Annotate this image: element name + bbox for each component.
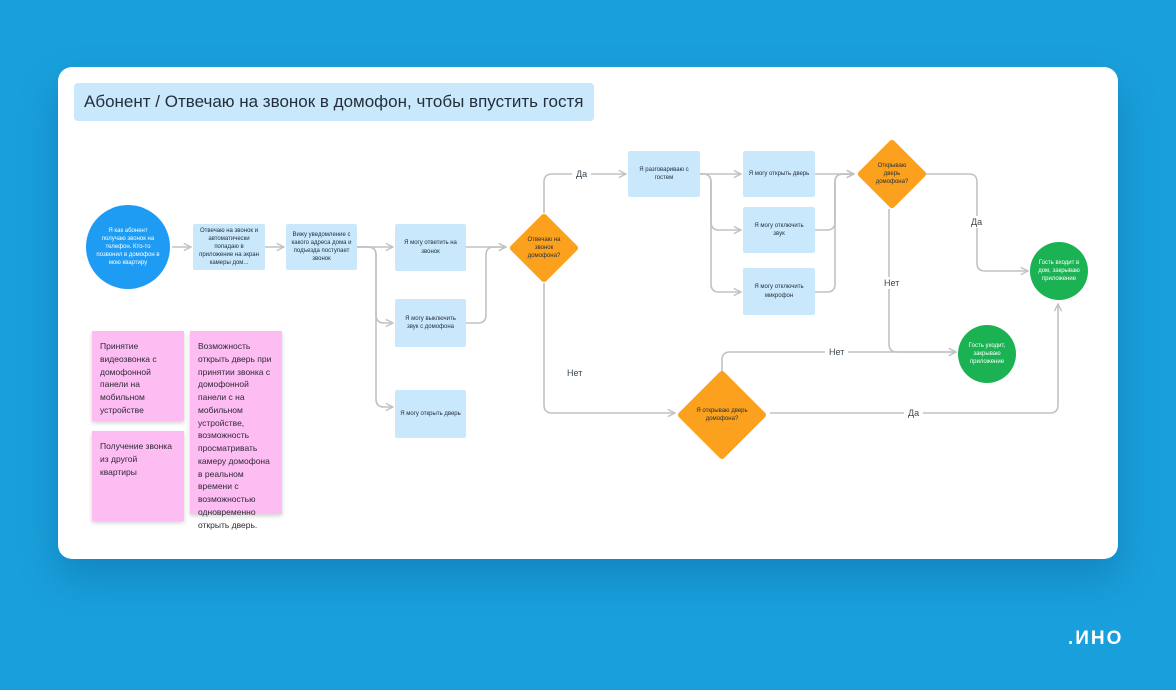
edge-label-yes: Да (904, 407, 924, 419)
edge-label-no: Нет (880, 277, 904, 289)
edge-label-yes: Да (967, 216, 987, 228)
decision-answered: Отвечаю на звонок домофона? (508, 212, 580, 284)
start-node: Я как абонент получаю звонок на телефон.… (86, 205, 170, 289)
edge-opened-yes-enter (770, 304, 1058, 414)
edge-label-no: Нет (825, 346, 849, 358)
step-talking: Я разговариваю с гостем (628, 151, 700, 197)
page-title: Абонент / Отвечаю на звонок в домофон, ч… (74, 83, 594, 121)
edge-label-yes: Да (572, 168, 592, 180)
end-guest-leaves: Гость уходит, закрываю приложение (958, 325, 1016, 383)
decision-opening: Открываю дверь домофона? (856, 138, 928, 210)
edge-mutemic-opening (815, 174, 854, 293)
edge-talk-mutesound (700, 173, 741, 230)
sticky-note: Получение звонка из другой квартиры (92, 431, 184, 521)
brand-logo: .ИНО (1068, 628, 1124, 649)
edge-notify-open (357, 246, 393, 407)
step-can-mute-sound: Я могу отключить звук (743, 207, 815, 253)
step-see-notification: Вижу уведомление с какого адреса дома и … (286, 224, 357, 270)
decision-opened: Я открываю дверь домофона? (675, 368, 769, 462)
edge-q-no-opened (543, 283, 675, 413)
edge-notify-mute (357, 246, 393, 323)
step-can-mute-mic: Я могу отключить микрофон (743, 268, 815, 315)
step-can-open-door: Я могу открыть дверь (395, 390, 466, 438)
step-answer-auto: Отвечаю на звонок и автоматически попада… (193, 224, 265, 270)
step-can-answer: Я могу ответить на звонок (395, 224, 466, 271)
end-guest-enters: Гость входит в дом, закрываю приложение (1030, 242, 1088, 300)
edge-talk-mutemic (700, 173, 741, 292)
connectors (172, 67, 1118, 559)
step-can-open-door-2: Я могу открыть дверь (743, 151, 815, 197)
diagram-card: Абонент / Отвечаю на звонок в домофон, ч… (58, 67, 1118, 559)
sticky-note: Принятие видеозвонка с домофонной панели… (92, 331, 184, 421)
step-can-mute-intercom: Я могу выключить звук с домофона (395, 299, 466, 347)
edge-label-no: Нет (563, 367, 587, 379)
edge-mute-q (466, 247, 506, 324)
edge-q-yes-talk (543, 174, 626, 213)
sticky-note: Возможность открыть дверь при принятии з… (190, 331, 282, 530)
edge-opened-no-leave (721, 352, 956, 378)
